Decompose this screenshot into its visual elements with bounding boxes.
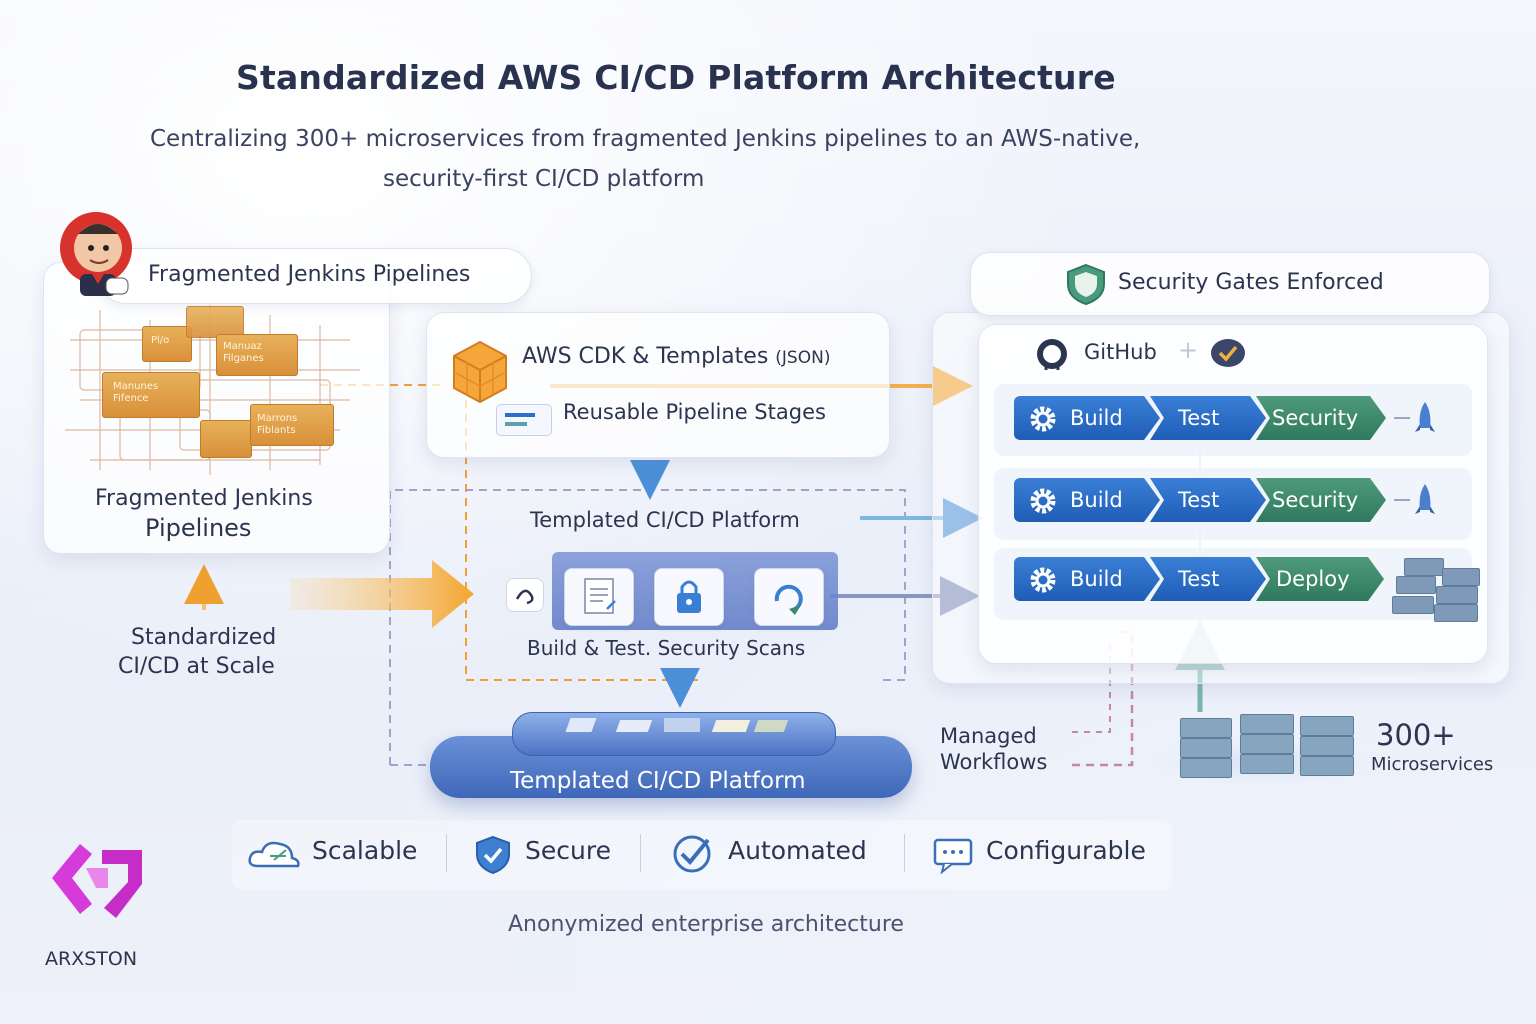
feature-divider xyxy=(904,834,905,872)
stage-security: Security xyxy=(1256,396,1386,440)
workflows-label-line-2: Workflows xyxy=(940,750,1048,774)
jenkins-crate: Pl/o xyxy=(142,326,192,362)
brand-name: ARXSTON xyxy=(45,948,138,970)
security-header-pill xyxy=(970,252,1490,316)
github-icon xyxy=(1037,339,1067,370)
footer-note: Anonymized enterprise architecture xyxy=(508,912,904,937)
scale-label-line-1: Standardized xyxy=(131,625,277,650)
platform-base-label: Templated CI/CD Platform xyxy=(510,768,806,794)
chat-settings-icon xyxy=(933,838,973,874)
microservices-servers-icon xyxy=(1178,712,1358,778)
server-stack-icon xyxy=(1392,556,1482,622)
stage-deploy: Deploy xyxy=(1256,557,1384,601)
plus-icon: + xyxy=(1178,336,1199,364)
microservices-label: Microservices xyxy=(1371,754,1494,775)
feature-configurable: Configurable xyxy=(986,836,1146,865)
platform-chips xyxy=(565,718,789,736)
refresh-icon xyxy=(774,584,803,615)
workflows-label-line-1: Managed xyxy=(940,724,1037,748)
scale-label-line-2: CI/CD at Scale xyxy=(118,654,275,679)
orange-dashed-loop xyxy=(465,400,700,681)
arxston-logo-icon xyxy=(52,844,142,918)
stage-build: Build xyxy=(1014,396,1160,440)
jenkins-crate: Manunes Fifence xyxy=(102,372,200,418)
platform-title: Templated CI/CD Platform xyxy=(530,508,800,532)
hook-icon xyxy=(506,578,544,612)
feature-scalable: Scalable xyxy=(312,836,418,865)
build-test-step xyxy=(564,568,634,626)
steps-label: Build & Test. Security Scans xyxy=(527,636,806,660)
jenkins-crate: Manuaz Filganes xyxy=(216,334,298,376)
feature-divider xyxy=(446,834,447,872)
feature-secure: Secure xyxy=(525,836,611,865)
pipeline-stages-icon xyxy=(496,404,552,436)
security-header-label: Security Gates Enforced xyxy=(1118,270,1384,295)
jenkins-caption-line-2: Pipelines xyxy=(145,514,252,542)
subtitle-line-1: Centralizing 300+ microservices from fra… xyxy=(150,126,1141,152)
stage-security: Security xyxy=(1256,478,1386,522)
standardize-big-arrow xyxy=(290,560,474,628)
page-title: Standardized AWS CI/CD Platform Architec… xyxy=(236,58,1116,97)
stage-test: Test xyxy=(1150,478,1266,522)
jenkins-crate xyxy=(200,420,252,458)
jenkins-caption-line-1: Fragmented Jenkins xyxy=(95,486,313,511)
features-bar xyxy=(232,820,1172,890)
rocket-icon xyxy=(1394,402,1435,432)
cloud-icon xyxy=(248,841,300,868)
github-label: GitHub xyxy=(1084,340,1157,364)
feature-divider xyxy=(640,834,641,872)
rocket-icon xyxy=(1394,484,1435,514)
lock-icon xyxy=(677,580,701,613)
cdk-title: AWS CDK & Templates (JSON) xyxy=(522,344,831,369)
gear-icon xyxy=(1030,488,1056,514)
gear-icon xyxy=(1030,567,1056,593)
sync-step xyxy=(754,568,824,626)
jenkins-pill-label: Fragmented Jenkins Pipelines xyxy=(148,262,471,287)
jenkins-crate xyxy=(186,306,244,338)
stage-test: Test xyxy=(1150,557,1266,601)
reusable-stages-label: Reusable Pipeline Stages xyxy=(563,400,826,424)
aws-cdk-cube-icon xyxy=(453,340,507,404)
gear-icon xyxy=(1030,406,1056,432)
document-icon xyxy=(584,578,616,614)
check-circle-icon xyxy=(673,835,711,873)
subtitle-line-2: security-first CI/CD platform xyxy=(383,166,705,192)
shield-check-icon xyxy=(476,835,510,875)
jenkins-mascot-icon xyxy=(60,212,132,296)
stage-test: Test xyxy=(1150,396,1266,440)
feature-automated: Automated xyxy=(728,836,867,865)
stage-build: Build xyxy=(1014,478,1160,522)
microservices-count: 300+ xyxy=(1376,718,1456,752)
jenkins-pill xyxy=(98,248,532,304)
jenkins-crate: Marrons Fiblants xyxy=(250,404,334,446)
shield-icon xyxy=(1067,263,1105,306)
security-scan-step xyxy=(654,568,724,626)
check-badge-icon xyxy=(1211,339,1245,367)
